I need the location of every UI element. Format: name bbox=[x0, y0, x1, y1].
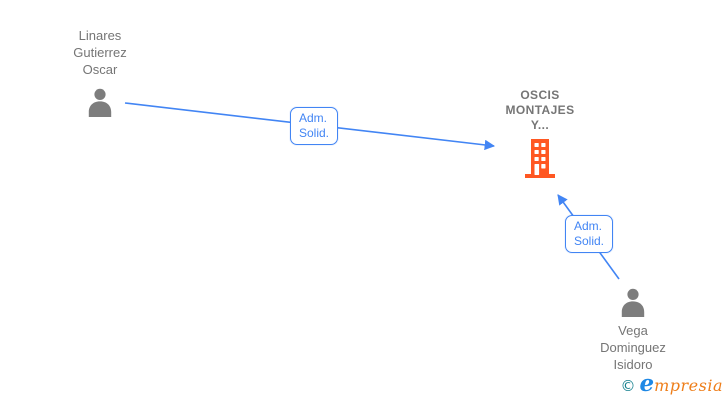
node-label-person2[interactable]: Vega Dominguez Isidoro bbox=[573, 322, 693, 373]
company-name-line: OSCIS bbox=[520, 88, 560, 102]
empresia-wordmark: empresia bbox=[639, 370, 723, 397]
edge2-label-line: Solid. bbox=[574, 234, 605, 248]
person2-name-line: Dominguez bbox=[600, 340, 666, 355]
node-label-person1[interactable]: Linares Gutierrez Oscar bbox=[40, 27, 160, 78]
empresia-logo[interactable]: © empresia bbox=[620, 370, 723, 397]
person2-name-line: Vega bbox=[618, 323, 648, 338]
edge-label-adm-solid-2: Adm. Solid. bbox=[565, 215, 614, 253]
edge2-label-line: Adm. bbox=[574, 219, 603, 233]
person2-name-line: Isidoro bbox=[613, 357, 653, 372]
copyright-icon: © bbox=[620, 377, 636, 395]
person1-name-line: Gutierrez bbox=[73, 45, 127, 60]
edge-label-adm-solid-1: Adm. Solid. bbox=[290, 107, 339, 145]
logo-rest: mpresia bbox=[654, 376, 723, 395]
edge1-label-line: Solid. bbox=[299, 126, 330, 140]
logo-initial: e bbox=[639, 370, 655, 397]
node-label-company[interactable]: OSCIS MONTAJES Y... bbox=[475, 88, 605, 133]
person1-name-line: Linares bbox=[78, 28, 122, 43]
company-name-line: MONTAJES bbox=[505, 103, 575, 117]
person1-icon[interactable] bbox=[85, 88, 115, 122]
person2-icon[interactable] bbox=[618, 288, 648, 322]
edge1-label-line: Adm. bbox=[299, 111, 328, 125]
person1-name-line: Oscar bbox=[82, 62, 118, 77]
company-building-icon[interactable] bbox=[524, 139, 556, 183]
company-name-line: Y... bbox=[530, 118, 550, 132]
